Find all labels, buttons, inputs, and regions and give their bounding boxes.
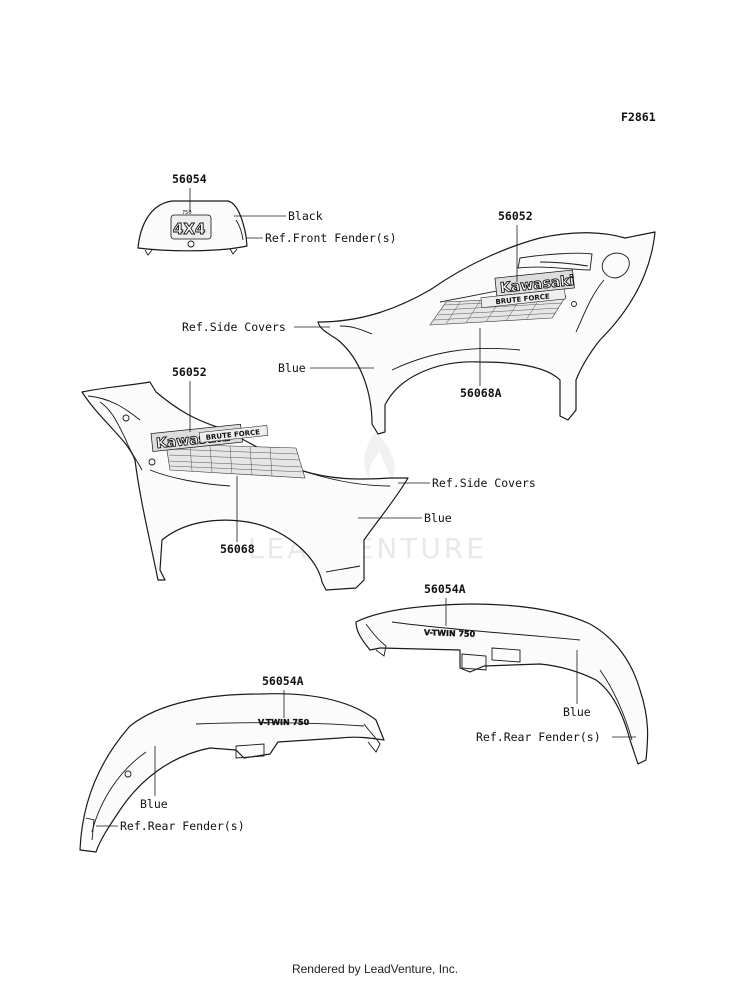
label-56052-left: 56052 bbox=[172, 365, 207, 379]
label-black: Black bbox=[288, 209, 323, 223]
watermark-text: LEADVENTURE bbox=[248, 532, 487, 565]
vtwin-decal-left-text: V-TWIN 750 bbox=[258, 718, 310, 727]
figure-code: F2861 bbox=[621, 110, 656, 124]
label-56054: 56054 bbox=[172, 172, 207, 186]
left-rear-fender-part: V-TWIN 750 bbox=[79, 693, 385, 853]
left-side-cover-part: Kawasaki BRUTE FORCE bbox=[81, 381, 409, 591]
front-fender-badge-part: 4X4 750 bbox=[137, 200, 248, 256]
label-blue-right: Blue bbox=[278, 361, 306, 375]
label-ref-front-fender: Ref.Front Fender(s) bbox=[265, 231, 397, 245]
label-blue-rear-left: Blue bbox=[140, 797, 168, 811]
label-56068: 56068 bbox=[220, 542, 255, 556]
badge-model-text: 750 bbox=[182, 210, 192, 216]
label-ref-side-covers-right: Ref.Side Covers bbox=[182, 320, 286, 334]
grid-lines-56068a bbox=[433, 297, 565, 325]
label-ref-rear-fender-left: Ref.Rear Fender(s) bbox=[120, 819, 245, 833]
label-56068a: 56068A bbox=[460, 386, 502, 400]
label-blue-rear-right: Blue bbox=[563, 705, 591, 719]
label-ref-side-covers-left: Ref.Side Covers bbox=[432, 476, 536, 490]
label-56052-right: 56052 bbox=[498, 209, 533, 223]
vtwin-decal-right-text: V-TWIN 750 bbox=[424, 628, 476, 639]
label-blue-left: Blue bbox=[424, 511, 452, 525]
footer-credit: Rendered by LeadVenture, Inc. bbox=[291, 962, 459, 976]
label-56054a-right: 56054A bbox=[424, 582, 466, 596]
grid-lines-56068 bbox=[167, 444, 305, 477]
badge-4x4-text: 4X4 bbox=[173, 220, 205, 238]
label-ref-rear-fender-right: Ref.Rear Fender(s) bbox=[476, 730, 601, 744]
label-56054a-left: 56054A bbox=[262, 674, 304, 688]
right-rear-fender-part: V-TWIN 750 bbox=[355, 603, 649, 765]
right-side-cover-part: Kawasaki BRUTE FORCE bbox=[317, 231, 656, 435]
